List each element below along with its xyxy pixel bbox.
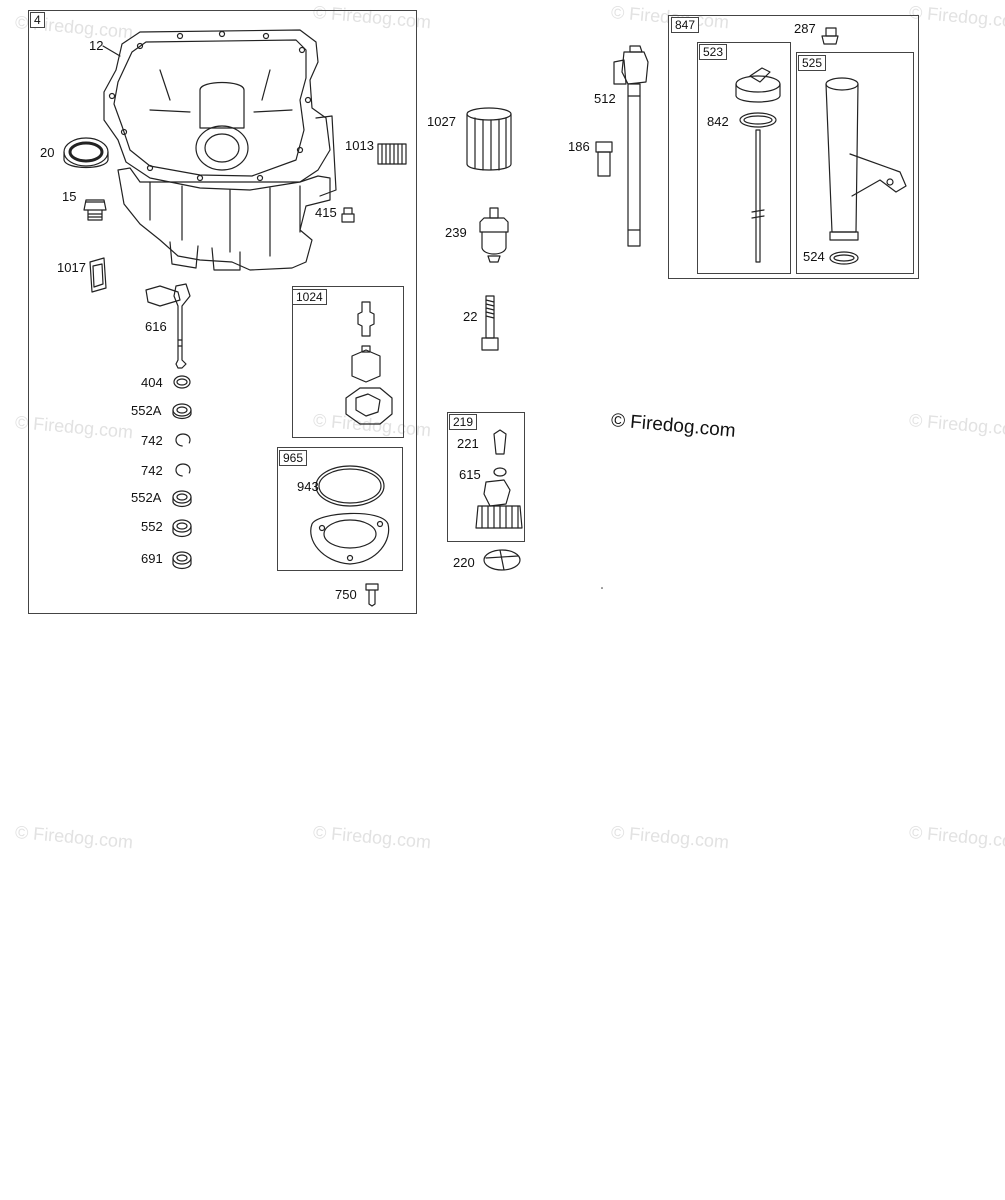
pressure-switch-part [480, 208, 508, 262]
leader-line [103, 46, 120, 56]
group-label-523: 523 [699, 44, 728, 60]
fill-tube-part [826, 78, 906, 240]
o-ring-524-part [830, 252, 858, 264]
group-label-1024: 1024 [292, 289, 327, 305]
dipstick-blade-part [752, 130, 764, 262]
washer-404-part [174, 376, 190, 388]
group-label-4: 4 [30, 12, 45, 28]
screw-750-part [366, 584, 378, 606]
group-box-525 [796, 52, 914, 274]
group-box-523 [697, 42, 791, 274]
stray-dot [601, 587, 603, 589]
callout-20: 20 [40, 145, 55, 160]
clip-742-part [176, 464, 190, 476]
pump-rotor-inner-part [352, 346, 380, 382]
callout-524: 524 [803, 249, 825, 264]
screw-287-part [822, 28, 838, 44]
gear-220-part [484, 550, 520, 570]
bushing-552-part [173, 520, 191, 537]
callout-12: 12 [89, 38, 104, 53]
screen-1013-part [378, 144, 406, 164]
callout-742: 742 [141, 463, 163, 478]
callout-512: 512 [594, 91, 616, 106]
oil-seal-part [64, 138, 108, 168]
drain-plug-part [84, 200, 106, 220]
pump-cover-part [311, 513, 389, 564]
governor-pin-221-part [494, 430, 506, 454]
o-ring-842-part [740, 113, 776, 127]
callout-1013: 1013 [345, 138, 374, 153]
fitting-415-part [342, 208, 354, 222]
bushing-552a-part [173, 491, 191, 507]
callout-742: 742 [141, 433, 163, 448]
callout-616: 616 [145, 319, 167, 334]
group-box-4 [28, 10, 417, 614]
o-ring-943-part [316, 466, 384, 506]
group-box-965 [277, 447, 403, 571]
crankcase-housing [104, 30, 336, 270]
callout-750: 750 [335, 587, 357, 602]
governor-shaft-part [146, 284, 190, 368]
callout-552a: 552A [131, 403, 162, 418]
group-box-219 [447, 412, 525, 542]
callout-239: 239 [445, 225, 467, 240]
washer-615-part [494, 468, 506, 476]
callout-1027: 1027 [427, 114, 456, 129]
group-label-219: 219 [449, 414, 478, 430]
callout-615: 615 [459, 467, 481, 482]
clip-742-part [176, 434, 190, 446]
seal-691-part [173, 552, 191, 569]
callout-22: 22 [463, 309, 478, 324]
bolt-22-part [482, 296, 498, 350]
oil-filter-part [467, 108, 511, 170]
callout-404: 404 [141, 375, 163, 390]
callout-220: 220 [453, 555, 475, 570]
callout-186: 186 [568, 139, 590, 154]
bushing-552a-part [173, 404, 191, 419]
group-label-847: 847 [671, 17, 700, 33]
callout-1017: 1017 [57, 260, 86, 275]
dipstick-cap-part [736, 68, 780, 102]
group-box-847 [668, 15, 919, 279]
callout-842: 842 [707, 114, 729, 129]
callout-221: 221 [457, 436, 479, 451]
callout-15: 15 [62, 189, 77, 204]
governor-gear-part [476, 480, 522, 528]
callout-287: 287 [794, 21, 816, 36]
pump-rotor-outer-part [346, 388, 392, 424]
dipstick-tube-part [614, 46, 648, 246]
fitting-186-part [596, 142, 612, 176]
callout-691: 691 [141, 551, 163, 566]
group-label-525: 525 [798, 55, 827, 71]
callout-943: 943 [297, 479, 319, 494]
callout-552: 552 [141, 519, 163, 534]
pump-shaft-part [358, 302, 374, 336]
callout-415: 415 [315, 205, 337, 220]
callout-552a: 552A [131, 490, 162, 505]
group-label-965: 965 [279, 450, 308, 466]
group-box-1024 [292, 286, 404, 438]
breather-gasket-part [90, 258, 106, 292]
